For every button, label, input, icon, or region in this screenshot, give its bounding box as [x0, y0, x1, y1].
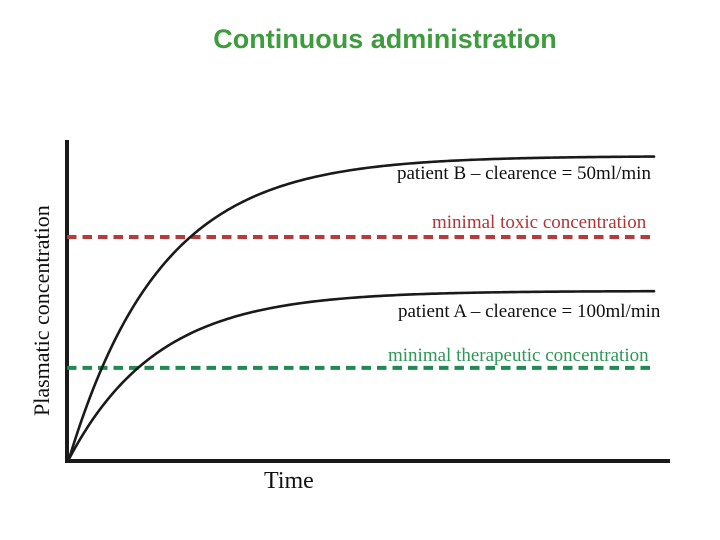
patient-a-curve-label: patient A – clearence = 100ml/min: [398, 301, 661, 322]
patient-b-curve-label: patient B – clearence = 50ml/min: [397, 163, 651, 184]
slide-title: Continuous administration: [213, 24, 557, 54]
axes-lines: [65, 140, 670, 463]
y-axis-label: Plasmatic concentration: [29, 205, 54, 417]
x-axis-label: Time: [264, 468, 314, 494]
minimal-toxic-concentration-label: minimal toxic concentration: [432, 212, 647, 233]
patient-a-curve: [67, 289, 656, 461]
patient-b-curve: [67, 155, 656, 461]
minimal-therapeutic-concentration-label: minimal therapeutic concentration: [388, 345, 649, 366]
